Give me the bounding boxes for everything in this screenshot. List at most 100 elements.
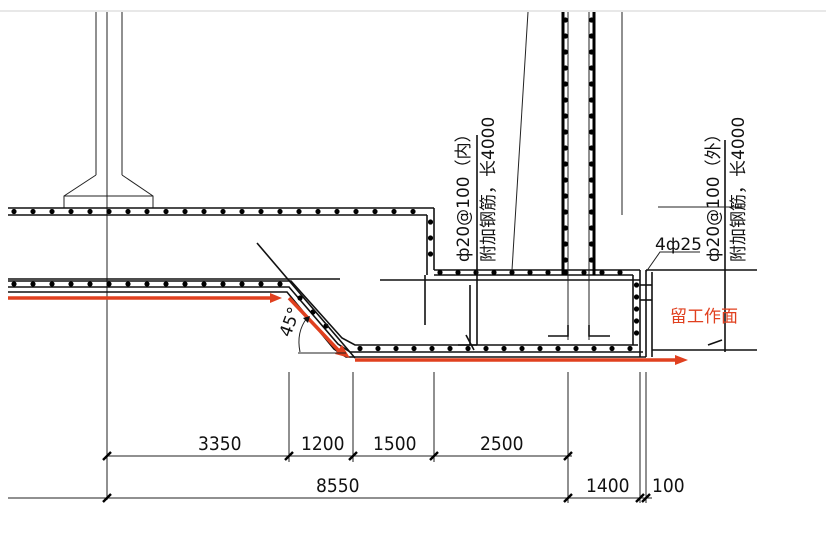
- dimension-tick: [641, 493, 651, 503]
- left-column: [63, 12, 154, 500]
- rebar-dot: [239, 281, 245, 287]
- rebar-dot: [239, 208, 245, 215]
- rebar-dot: [353, 208, 359, 215]
- rebar-dot: [49, 208, 55, 215]
- rebar-dot: [483, 345, 489, 352]
- rebar-dot: [11, 208, 17, 215]
- rebar-dot: [125, 281, 131, 287]
- dimension-lines: [8, 372, 652, 503]
- rebar-dot: [49, 281, 55, 287]
- rebar-dot: [562, 17, 569, 23]
- rebar-dot: [527, 269, 533, 276]
- rebar-dot: [562, 97, 569, 103]
- rebar-dot: [599, 269, 605, 276]
- rebar-dot: [588, 177, 595, 183]
- pit-rebar-dots: [437, 269, 640, 336]
- rebar-dot: [588, 193, 595, 199]
- rebar-dot: [588, 241, 595, 247]
- rebar-dot: [633, 306, 640, 312]
- rebar-dot: [455, 269, 461, 276]
- rebar-dot: [182, 208, 188, 215]
- rebar-dot: [633, 294, 640, 300]
- rebar-dot: [562, 257, 569, 263]
- dimension-tick: [102, 451, 112, 461]
- rebar-dot: [627, 345, 633, 352]
- rebar-dot: [562, 177, 569, 183]
- dim-1400: 1400: [586, 475, 630, 497]
- rebar-dot: [562, 161, 569, 167]
- dimension-tick: [429, 451, 439, 461]
- rebar-dot: [633, 318, 640, 324]
- rebar-dot: [220, 208, 226, 215]
- rebar-dot: [562, 241, 569, 247]
- rebar-dot: [144, 208, 150, 215]
- rebar-dot: [296, 208, 302, 215]
- additional-bar-inner-label: 附加钢筋，长4000: [479, 117, 499, 262]
- rebar-dot: [581, 269, 587, 276]
- rebar-dot: [562, 33, 569, 39]
- lower-slab-rebar-dots: [11, 281, 633, 352]
- rebar-dot: [30, 208, 36, 215]
- rebar-dot: [562, 225, 569, 231]
- rebar-dot: [411, 345, 417, 352]
- vertical-shaft: [511, 11, 623, 340]
- rebar-dot: [427, 235, 434, 241]
- rebar-dot: [106, 208, 112, 215]
- rebar-dot: [277, 281, 283, 287]
- dim-100: 100: [652, 475, 685, 497]
- rebar-dot: [447, 345, 453, 352]
- rebar-dot: [277, 208, 283, 215]
- rebar-dot: [588, 49, 595, 55]
- pit-wall: [424, 269, 653, 357]
- dimension-tick: [563, 451, 573, 461]
- dimension-tick: [635, 493, 645, 503]
- rebar-dot: [163, 208, 169, 215]
- dim-3350: 3350: [198, 433, 242, 455]
- rebar-dot: [201, 281, 207, 287]
- rebar-dot: [315, 208, 321, 215]
- rebar-dot: [297, 295, 303, 301]
- rebar-dot: [555, 345, 561, 352]
- rebar-dot: [562, 209, 569, 215]
- rebar-dot: [562, 129, 569, 135]
- rebar-dot: [501, 345, 507, 352]
- rebar-dot: [437, 269, 443, 276]
- dimension-tick: [284, 451, 294, 461]
- rebar-dot: [588, 33, 595, 39]
- rebar-dot: [144, 281, 150, 287]
- rebar-dot: [87, 281, 93, 287]
- upper-slab: [8, 207, 435, 275]
- rebar-dot: [391, 208, 397, 215]
- rebar-dot: [562, 81, 569, 87]
- work-face-arrows: [8, 293, 688, 365]
- angle-label: 45°: [276, 305, 305, 340]
- rebar-dot: [182, 281, 188, 287]
- dimension-tick: [102, 493, 112, 503]
- lower-slab: [8, 242, 646, 359]
- shaft-rebar-dots: [562, 17, 595, 263]
- work-face-label: 留工作面: [670, 307, 738, 327]
- bars-4-label: 4ф25: [655, 235, 702, 255]
- rebar-dot: [258, 208, 264, 215]
- rebar-dot: [562, 49, 569, 55]
- rebar-dot: [573, 345, 579, 352]
- rebar-dot: [588, 129, 595, 135]
- right-portion: [640, 140, 757, 352]
- rebar-dot: [220, 281, 226, 287]
- rebar-dot: [68, 281, 74, 287]
- rebar-dot: [519, 345, 525, 352]
- rebar-dot: [633, 330, 640, 336]
- rebar-dot: [609, 345, 615, 352]
- rebar-dot: [11, 281, 17, 287]
- rebar-dot: [563, 269, 569, 276]
- rebar-dot: [562, 193, 569, 199]
- rebar-dot: [588, 257, 595, 263]
- rebar-dot: [465, 345, 471, 352]
- rebar-dot: [588, 113, 595, 119]
- rebar-dot: [429, 345, 435, 352]
- rebar-dot: [588, 209, 595, 215]
- dim-2500: 2500: [480, 433, 524, 455]
- upper-slab-rebar-dots: [11, 208, 434, 257]
- rebar-dot: [106, 281, 112, 287]
